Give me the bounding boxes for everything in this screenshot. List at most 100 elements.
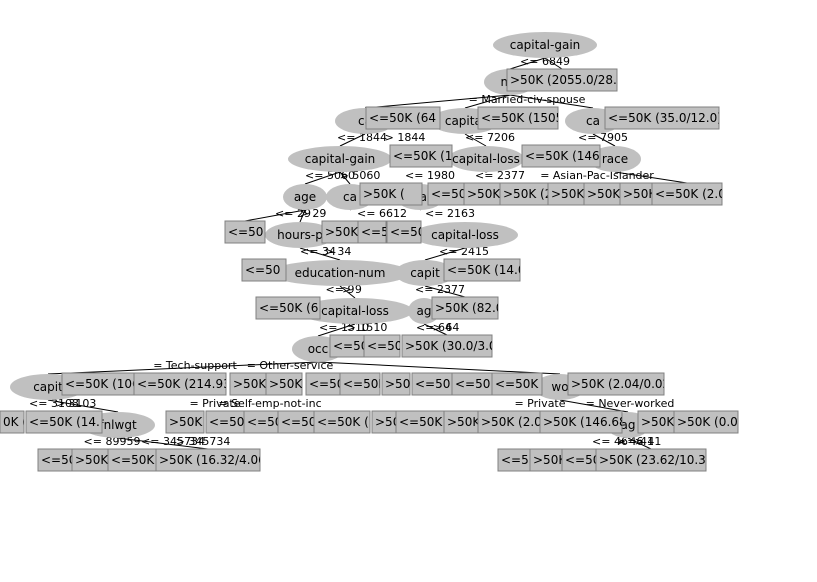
tree-leaf-label: >50K	[233, 377, 267, 391]
tree-leaf: <=50K (1460.	[521, 144, 601, 168]
tree-leaf-label: >50	[385, 377, 410, 391]
tree-edge	[299, 247, 341, 261]
tree-edge	[317, 361, 561, 375]
tree-edge-label: <= 3103	[29, 397, 79, 410]
tree-leaf-label: >50K (2.0	[481, 415, 542, 429]
tree-leaf-label: <=50K (14.	[29, 415, 100, 429]
tree-leaf-box	[506, 68, 618, 92]
tree-leaf: >50K (146.68	[539, 410, 623, 434]
tree-leaf: <=5	[357, 220, 387, 244]
tree-leaf-label: <=50K (35.0/12.0)	[608, 111, 722, 125]
tree-leaf-label: >50K (2	[503, 187, 552, 201]
tree-leaf: >50K (30.0/3.0)	[401, 334, 493, 358]
tree-leaf: <=50K	[427, 182, 465, 206]
tree-leaf: >50K	[321, 220, 359, 244]
tree-leaf: <=50	[243, 410, 279, 434]
tree-edge-label: <= 89959	[84, 435, 141, 448]
tree-edge	[339, 133, 366, 147]
tree-leaf-label: >50K (	[269, 377, 311, 391]
tree-edge	[244, 209, 306, 222]
tree-leaf: >50K (2.0	[477, 410, 542, 434]
tree-leaf: <=50	[386, 220, 425, 244]
tree-edge-label: > 64	[433, 321, 460, 334]
tree-leaf-label: >50K (2.04/0.02)	[571, 377, 675, 391]
tree-node-label: ca	[586, 114, 600, 128]
tree-edge	[424, 247, 466, 261]
tree-edge-label: <= 345734	[141, 435, 205, 448]
tree-edge-label: = Asian-Pac-Islander	[540, 169, 654, 182]
tree-leaf-label: <=50K	[415, 377, 459, 391]
tree-leaf-box	[567, 372, 665, 396]
tree-leaf: >50K	[637, 410, 675, 434]
tree-leaf-label: >50K	[551, 187, 585, 201]
tree-leaf-label: <=50	[41, 453, 76, 467]
tree-leaf: <=50K (214.93	[133, 372, 227, 396]
tree-leaf: <=50K (14.0)	[443, 258, 521, 282]
tree-leaf-label: <=50K	[455, 377, 499, 391]
tree-leaf-label: <=50	[228, 225, 263, 239]
tree-leaf-label: <=50K (2.0)	[655, 187, 731, 201]
tree-leaf-box	[0, 410, 25, 434]
tree-leaf-label: <=50K (6	[259, 301, 318, 315]
tree-leaf-label: >50	[375, 415, 400, 429]
tree-edge-label: <= 1844	[337, 131, 387, 144]
tree-leaf-box	[265, 372, 303, 396]
tree-edge	[509, 94, 594, 109]
tree-edge-label: > 9	[342, 283, 362, 296]
tree-leaf-box	[477, 106, 559, 130]
tree-leaf-box	[401, 334, 493, 358]
tree-edge	[339, 285, 356, 299]
tree-edge-label: > 5060	[340, 169, 381, 182]
tree-edge	[47, 361, 319, 375]
tree-leaf-label: >50K	[641, 415, 675, 429]
tree-leaf: >50K (	[265, 372, 311, 396]
tree-leaf: >50K	[547, 182, 585, 206]
tree-leaf-label: <=50	[390, 225, 425, 239]
tree-leaf-box	[357, 220, 387, 244]
tree-edge-label: > 345734	[176, 435, 231, 448]
tree-leaf-label: <=50	[367, 339, 402, 353]
tree-edge	[117, 437, 209, 450]
tree-edge	[424, 285, 466, 298]
tree-edge-label: > 46	[617, 435, 644, 448]
tree-leaf: <=50K (2.0)	[651, 182, 731, 206]
tree-edge	[47, 399, 119, 413]
tree-edge-label: > 1510	[347, 321, 388, 334]
tree-leaf-box	[521, 144, 601, 168]
tree-leaf-box	[389, 144, 453, 168]
tree-leaf: <=50K (6	[255, 296, 321, 320]
tree-leaf: <=50K	[277, 410, 325, 434]
tree-leaf-label: <=50K (	[111, 453, 163, 467]
tree-edge-label: = Married-civ-spouse	[469, 93, 586, 106]
tree-leaf-label: <=50	[333, 339, 368, 353]
tree-node-shape	[395, 260, 455, 286]
tree-leaf: >50K (16.32/4.06)	[155, 448, 261, 472]
tree-leaf: <=50	[37, 448, 76, 472]
tree-leaf: >50K (0.0)	[673, 410, 739, 434]
tree-node-label: hours-p	[277, 228, 323, 242]
tree-leaf-label: <=50K (1505	[481, 111, 563, 125]
tree-leaf: <=50	[224, 220, 266, 244]
tree-edge	[304, 171, 341, 185]
tree-leaf-box	[381, 372, 411, 396]
tree-edge-label: > 3103	[56, 397, 97, 410]
tree-edge-label: <= 2377	[415, 283, 465, 296]
tree-leaf-label: >50K (	[169, 415, 211, 429]
tree-leaf-label: 0K (	[3, 415, 27, 429]
tree-edge-label: <= 46	[592, 435, 628, 448]
tree-edge-label: <= 6612	[357, 207, 407, 220]
tree-node-shape	[493, 32, 597, 58]
tree-leaf-box	[363, 334, 401, 358]
tree-leaf: >50K (2	[499, 182, 552, 206]
tree-node-label: race	[602, 152, 628, 166]
tree-node-shape	[589, 146, 641, 172]
tree-leaf-label: <=50K	[281, 415, 325, 429]
tree-node: capital-gain	[493, 32, 597, 58]
tree-edge-label: <= 2415	[439, 245, 489, 258]
tree-leaf-label: <=50K	[343, 377, 387, 391]
tree-leaf-box	[539, 410, 623, 434]
tree-leaf-label: >50K	[75, 453, 109, 467]
tree-leaf: <=50	[561, 448, 597, 472]
tree-node-label: age	[294, 190, 316, 204]
tree-leaf: <=50	[305, 372, 341, 396]
